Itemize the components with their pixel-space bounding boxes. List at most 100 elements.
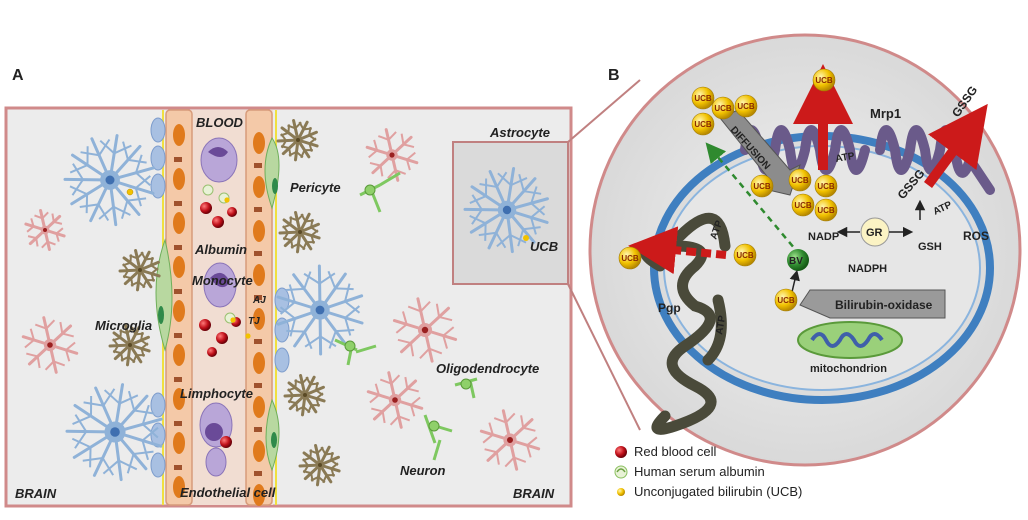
cell-branch: [442, 326, 455, 337]
cell-branch: [69, 164, 88, 174]
cell-branch: [390, 374, 401, 385]
cell-branch: [344, 305, 361, 319]
red-blood-cell: [220, 436, 232, 448]
red-blood-cell: [199, 319, 211, 331]
ucb-molecule: UCB: [691, 86, 715, 110]
cell-branch: [59, 321, 64, 334]
cell-branch: [142, 423, 159, 439]
cell-branch: [112, 336, 121, 342]
cell-branch: [395, 323, 408, 334]
ucb-ball: [618, 246, 642, 270]
endothelial-nucleus: [173, 256, 185, 278]
label-gr: GR: [866, 227, 883, 239]
ucb-ball: [711, 96, 735, 120]
cell-branch: [335, 328, 355, 333]
cell-branch: [35, 237, 39, 247]
cell-branch: [34, 214, 43, 220]
cell-branch: [83, 401, 104, 407]
zoom-line-bottom: [567, 283, 641, 431]
cell-branch: [315, 381, 319, 391]
cell-branch: [279, 301, 296, 315]
cell-branch: [389, 415, 400, 426]
cell-branch: [53, 220, 63, 225]
cell-branch: [30, 218, 35, 227]
cell-branch: [97, 203, 110, 221]
albumin: [202, 184, 214, 196]
cell-branch: [287, 395, 294, 404]
ucb-ball: [691, 112, 715, 136]
ucb-molecule-label: UCB: [817, 206, 835, 215]
cell-branch: [295, 402, 299, 412]
endothelial-nucleus: [173, 476, 185, 498]
cell-branch: [47, 240, 56, 246]
cell-branch: [368, 149, 378, 159]
cell-branch: [280, 140, 287, 149]
cell-branch: [150, 264, 159, 271]
junction-marker: [174, 377, 182, 382]
cell-branch: [135, 154, 143, 174]
cell-branch: [407, 387, 419, 393]
cell-branch: [495, 452, 500, 465]
label-microglia: Microglia: [95, 318, 152, 333]
cell-branch: [279, 306, 296, 320]
neuron-nucleus: [43, 228, 47, 232]
legend-label-ucb: Unconjugated bilirubin (UCB): [634, 484, 802, 499]
cell-branch: [496, 171, 508, 188]
cell-branch: [344, 317, 352, 336]
cell-branch: [297, 243, 306, 251]
cell-branch: [518, 173, 525, 192]
cell-branch: [505, 412, 516, 424]
monocyte-nucleus: [210, 272, 230, 288]
panel-a: BLOOD Astrocyte Pericyte Albumin Monocyt…: [4, 79, 641, 508]
ucb-dot: [126, 188, 134, 196]
endothelial-nucleus: [253, 352, 265, 374]
label-bilirubin-oxidase: Bilirubin-oxidase: [835, 298, 933, 312]
cell-branch: [127, 356, 136, 364]
ucb-molecule-label: UCB: [694, 120, 712, 129]
microglia-nucleus: [138, 268, 142, 272]
cell-branch: [369, 161, 381, 167]
cell-branch: [328, 330, 337, 349]
astrocyte: [65, 383, 163, 482]
cell-branch: [397, 338, 412, 345]
cell-branch: [484, 448, 498, 454]
label-endothelial-cell: Endothelial cell: [180, 485, 276, 500]
microglia-nucleus: [303, 393, 307, 397]
cell-branch: [523, 226, 541, 231]
cell-branch: [112, 345, 119, 354]
red-blood-cell: [200, 202, 212, 214]
cell-branch: [504, 456, 515, 468]
cell-branch: [482, 433, 494, 444]
cell-branch: [381, 411, 386, 424]
cell-branch: [122, 261, 131, 267]
cell-branch: [438, 315, 453, 322]
junction-marker: [254, 427, 262, 432]
astrocyte-nucleus: [502, 205, 512, 215]
cell-branch: [526, 436, 538, 447]
oligodendrocyte-bodies: [344, 184, 472, 432]
blood-cells: [199, 137, 251, 477]
cell-branch: [493, 417, 507, 424]
cell-branch: [387, 131, 397, 141]
microglia-nucleus: [318, 463, 322, 467]
label-bv: BV: [789, 256, 803, 267]
cell-branch: [122, 141, 129, 161]
cell-branch: [45, 319, 56, 330]
astrocytes: [63, 134, 364, 482]
mitochondrion: [797, 321, 903, 359]
microglia: [298, 443, 341, 487]
cell-branch: [26, 352, 38, 358]
endothelial-nucleus: [253, 440, 265, 462]
cell-branch: [286, 329, 305, 333]
cell-branch: [398, 415, 411, 422]
cell-branch: [120, 200, 129, 219]
cell-branch: [127, 390, 136, 411]
junction-marker: [174, 289, 182, 294]
cell-branch: [141, 426, 159, 442]
bv-diffusion-arrow: [705, 142, 801, 256]
astrocyte-nucleus: [110, 427, 120, 437]
microglia: [278, 210, 321, 254]
cell-branch: [305, 376, 312, 385]
cell-branch: [387, 169, 397, 179]
cell-branch: [304, 335, 321, 348]
